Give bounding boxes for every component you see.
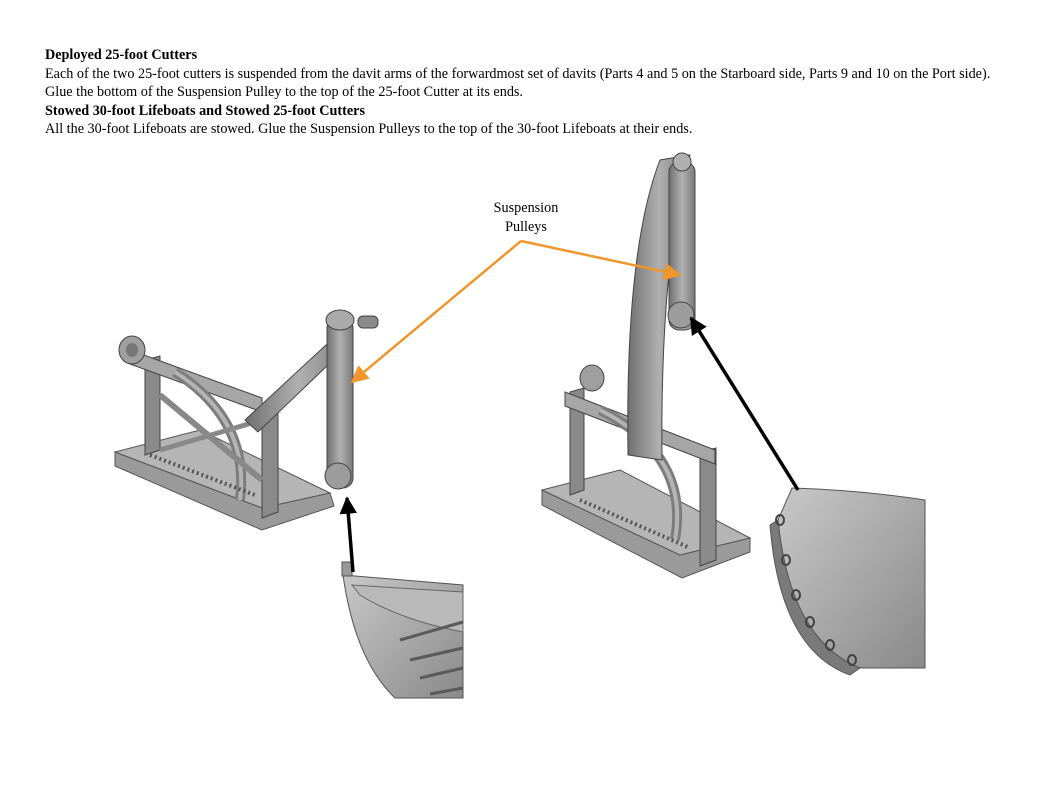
arrow-cutter-to-pulley bbox=[339, 496, 357, 573]
suspension-pulleys-callout: Suspension Pulleys bbox=[470, 199, 582, 237]
section-heading-deployed-cutters: Deployed 25-foot Cutters bbox=[45, 47, 198, 63]
lifeboat-model bbox=[769, 487, 926, 676]
cutter-bow-model bbox=[341, 561, 464, 699]
section-heading-stowed-lifeboats: Stowed 30-foot Lifeboats and Stowed 25-f… bbox=[45, 102, 365, 119]
section-body-stowed-lifeboats: All the 30-foot Lifeboats are stowed. Gl… bbox=[45, 121, 693, 138]
davit-right-model bbox=[540, 152, 752, 579]
arrow-lifeboat-to-pulley bbox=[689, 316, 800, 491]
davit-left-model bbox=[113, 309, 379, 531]
callout-line-1: Suspension bbox=[493, 200, 559, 216]
placement-arrows bbox=[339, 316, 800, 573]
instruction-text: Deployed 25-foot Cutters Each of the two… bbox=[45, 46, 1020, 139]
callout-line-2: Pulleys bbox=[505, 219, 547, 235]
leader-line-left bbox=[350, 240, 522, 384]
section-body-deployed-cutters: Each of the two 25-foot cutters is suspe… bbox=[45, 65, 991, 101]
callout-leader-lines bbox=[350, 239, 682, 384]
leader-line-right bbox=[520, 239, 682, 281]
